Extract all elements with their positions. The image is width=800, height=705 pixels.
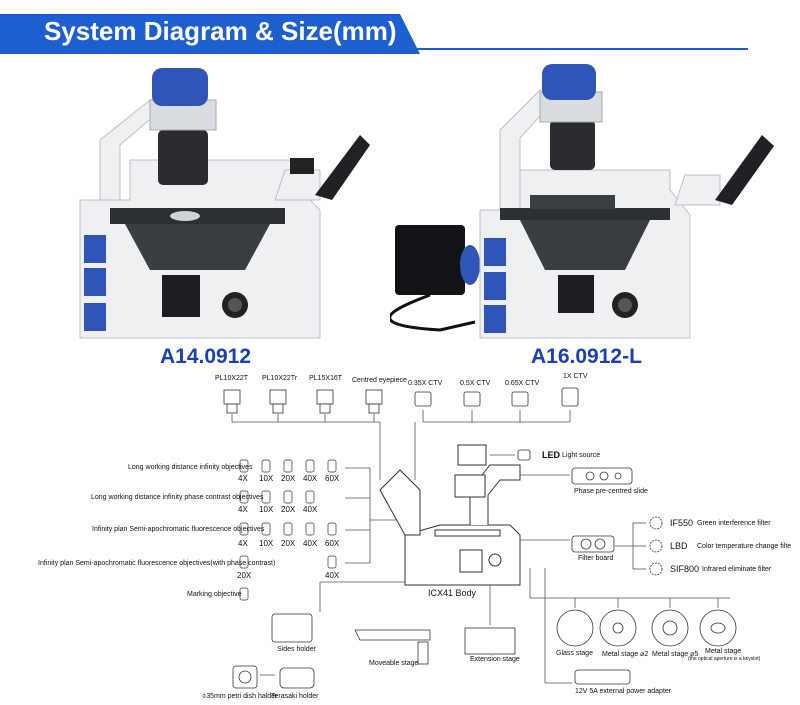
- objective-mag: 40X: [303, 539, 318, 548]
- objective-mag: 60X: [325, 539, 340, 548]
- filter-name-0: IF550: [670, 518, 694, 528]
- stage-note-3: (the optical aperture is a keyslot): [688, 656, 761, 662]
- objective-mag: 20X: [237, 571, 252, 580]
- objective-mag: 4X: [238, 474, 248, 483]
- objective-mag: 60X: [325, 474, 340, 483]
- extension-stage-label: Extension stage: [470, 656, 520, 663]
- objective-row-label-4: Marking objective: [187, 591, 242, 598]
- filter-desc-2: Infrared eliminate filter: [702, 566, 772, 573]
- body-label: ICX41 Body: [428, 588, 477, 598]
- title-underline: [0, 48, 748, 50]
- sides-holder-label: Sides holder: [277, 646, 316, 653]
- light-source-label: Light source: [562, 452, 601, 459]
- objective-mag: 20X: [281, 474, 296, 483]
- filter-name-1: LBD: [670, 541, 688, 551]
- microscope-a14-image: [79, 68, 370, 339]
- power-adapter-label: 12V 5A external power adapter: [575, 688, 672, 695]
- petri-dish-label: ⌽35mm petri dish halder: [202, 693, 278, 700]
- objective-mag: 20X: [281, 505, 296, 514]
- objective-row-label-1: Long working distance infinity phase con…: [91, 494, 264, 501]
- objective-mag: 40X: [325, 571, 340, 580]
- objective-row-label-3: Infinity plan Semi-apochromatic fluoresc…: [38, 560, 276, 567]
- eyepiece-label-0: PL10X22T: [215, 375, 249, 382]
- filter-desc-0: Green interference filter: [697, 520, 771, 527]
- led-label: LED: [542, 450, 560, 460]
- stage-label-2: Metal stage ⌀5: [652, 651, 699, 658]
- eyepiece-label-2: PL15X16T: [309, 375, 343, 382]
- objective-mag: 10X: [259, 539, 274, 548]
- objective-mag: 4X: [238, 539, 248, 548]
- eyepiece-label-3: Centred eyepiece: [352, 377, 407, 384]
- stage-label-1: Metal stage ⌀2: [602, 651, 649, 658]
- system-diagram-lines: [223, 387, 737, 689]
- filter-board-label: Filter board: [578, 555, 614, 562]
- filter-name-2: SIF800: [670, 564, 700, 574]
- objective-mag: 10X: [259, 505, 274, 514]
- stage-label-3: Metal stage: [705, 648, 742, 655]
- objective-mag: 40X: [303, 474, 318, 483]
- ctv-label-3: 1X CTV: [563, 373, 588, 380]
- filter-desc-1: Color temperature change filte: [697, 543, 792, 550]
- page-title: System Diagram & Size(mm): [44, 16, 397, 46]
- objective-row-label-0: Long working distance infinity objective…: [128, 464, 253, 471]
- objective-row-label-2: Infinity plan Semi-apochromatic fluoresc…: [92, 526, 265, 533]
- model-label-right: A16.0912-L: [531, 345, 642, 368]
- microscope-a16-image: [390, 64, 774, 339]
- stage-label-0: Glass stage: [556, 650, 593, 657]
- title-banner: [0, 14, 420, 54]
- objective-mag: 10X: [259, 474, 274, 483]
- moveable-stage-label: Moveable stage: [369, 660, 419, 667]
- ctv-label-0: 0.35X CTV: [408, 380, 443, 387]
- model-label-left: A14.0912: [160, 345, 252, 368]
- ctv-label-2: 0.65X CTV: [505, 380, 540, 387]
- phase-slide-label: Phase pre-centred slide: [574, 488, 648, 495]
- ctv-label-1: 0.5X CTV: [460, 380, 491, 387]
- eyepiece-label-1: PL10X22Tr: [262, 375, 298, 382]
- objective-mag: 40X: [303, 505, 318, 514]
- objective-mag: 4X: [238, 505, 248, 514]
- terasaki-holder-label: Terasaki holder: [271, 693, 319, 700]
- objective-mag: 20X: [281, 539, 296, 548]
